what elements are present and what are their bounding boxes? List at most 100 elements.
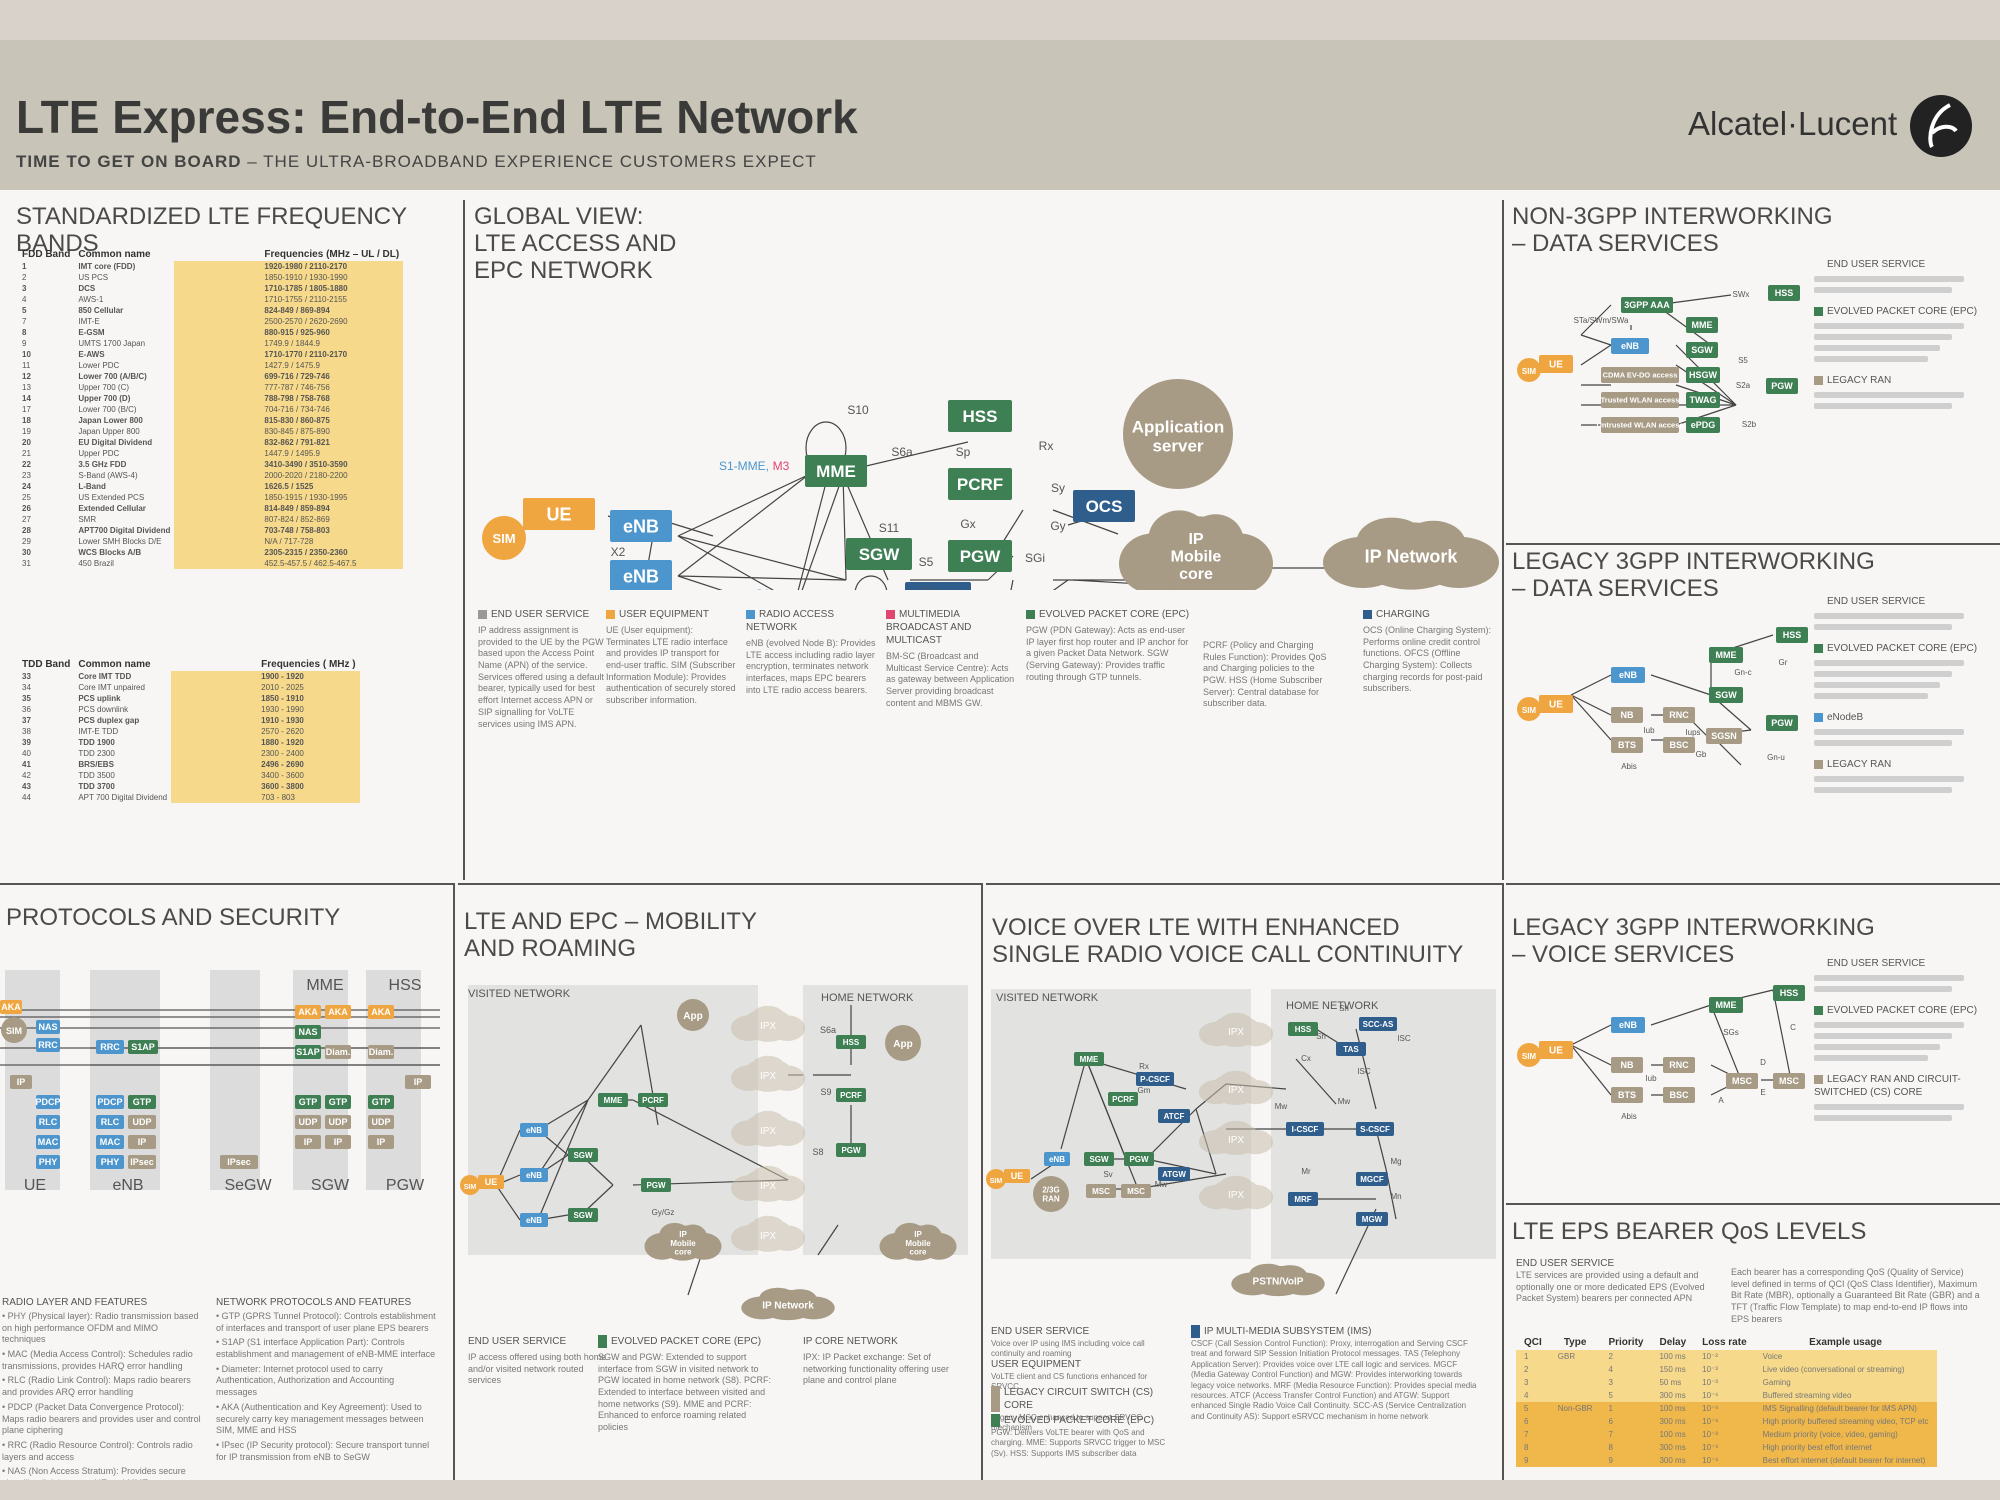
fdd-cell: 3.5 GHz FDD — [78, 460, 127, 469]
ipx-3: IPX — [1228, 1190, 1244, 1201]
link-line — [1580, 334, 1612, 346]
qos-cell: 300 ms — [1651, 1441, 1695, 1454]
ip-mobile-core-visited-cloud — [644, 1222, 722, 1261]
pcrf-visited-box — [638, 1093, 668, 1107]
gtp-box — [128, 1095, 156, 1109]
qos-cell: 9 — [1600, 1454, 1652, 1467]
ip-box — [368, 1135, 394, 1149]
fdd-cell: 23 — [22, 471, 31, 480]
note-swatch — [1814, 959, 1823, 968]
fdd-cell: Japan Upper 800 — [78, 427, 140, 436]
pgw-home-box — [836, 1143, 866, 1157]
fdd-cell: 1710-1785 / 1805-1880 — [174, 283, 404, 294]
aka: AKA — [328, 1007, 348, 1017]
rrc-box — [96, 1040, 124, 1054]
sgs-label: SGs — [1723, 1028, 1739, 1037]
app-home-circle — [885, 1025, 921, 1061]
sgw-box — [1709, 687, 1743, 703]
ip: IP — [334, 1137, 343, 1147]
qos-header: Priority — [1608, 1337, 1644, 1348]
sim-circle — [1517, 1043, 1541, 1067]
aka: AKA — [298, 1007, 318, 1017]
link-line — [1570, 694, 1612, 741]
note-block: LEGACY RAN — [1814, 758, 1994, 793]
ip-box — [295, 1135, 321, 1149]
qos-cell: Buffered streaming video — [1754, 1389, 1937, 1402]
fdd-cell: APT700 Digital Dividend — [78, 526, 171, 535]
nb: NB — [1621, 1060, 1634, 1070]
diam: Diam. — [369, 1047, 394, 1057]
mme-box — [805, 455, 867, 487]
legend-title: CHARGING — [1363, 608, 1493, 621]
qos-cell: 10⁻⁶ — [1694, 1402, 1755, 1415]
fdd-cell: 21 — [22, 449, 31, 458]
mme-box — [1709, 647, 1743, 663]
rlc: RLC — [101, 1117, 120, 1127]
mme: MME — [816, 462, 856, 481]
legend-text: UE (User equipment): Terminates LTE radi… — [606, 625, 736, 706]
mrf: MRF — [1294, 1195, 1311, 1204]
link-line — [1570, 1024, 1612, 1046]
tdd-cell: 3600 - 3800 — [171, 781, 360, 792]
fdd-cell: US Extended PCS — [78, 493, 145, 502]
fdd-cell: 1850-1910 / 1930-1990 — [174, 272, 404, 283]
col-ue: UE — [24, 1177, 46, 1194]
rnc: RNC — [1669, 1060, 1689, 1070]
mr-label: Mr — [1301, 1167, 1311, 1176]
s6a-label: S6a — [891, 445, 913, 459]
qos-cell: Gaming — [1754, 1376, 1937, 1389]
tdd-cell: 703 - 803 — [171, 792, 360, 803]
protocol-note: • Diameter: Internet protocol used to ca… — [216, 1363, 395, 1398]
link-line — [677, 474, 809, 537]
sta-label: STa/SWm/SWa — [1574, 316, 1629, 325]
fdd-cell: 11 — [22, 361, 31, 370]
sim-circle — [1517, 358, 1541, 382]
ipx-2-cloud — [1198, 1120, 1274, 1155]
ip-box — [128, 1135, 156, 1149]
link-line — [1010, 579, 1014, 590]
cdma: CDMA EV-DO access — [1603, 371, 1678, 380]
fdd-cell: 815-830 / 860-875 — [174, 415, 404, 426]
epdg: ePDG — [1691, 420, 1716, 430]
note-title-text: EVOLVED PACKET CORE (EPC) — [1827, 643, 1978, 654]
tdd-cell: 34 — [22, 683, 31, 692]
logo-text: Alcatel·Lucent — [1688, 105, 1898, 142]
enb-2: eNB — [526, 1171, 542, 1180]
qos-header: Type — [1563, 1337, 1587, 1348]
pgw-visited-box — [641, 1178, 671, 1192]
legend-text: Voice over IP using IMS including voice … — [991, 1339, 1145, 1359]
sim-label: SIM — [990, 1178, 1003, 1185]
s9-label: S9 — [820, 1087, 831, 1097]
note-body-placeholder — [1814, 975, 1994, 992]
gm-label: Gm — [1138, 1086, 1151, 1095]
fdd-cell: 13 — [22, 383, 31, 392]
legend-title: USER EQUIPMENT — [606, 608, 736, 621]
qos-header: Loss rate — [1702, 1337, 1747, 1348]
nas: NAS — [38, 1022, 57, 1032]
mme-box — [1074, 1052, 1104, 1066]
qos-cell: 10⁻⁶ — [1694, 1454, 1755, 1467]
tdd-cell: TDD 3500 — [78, 771, 115, 780]
legend-title-text: EVOLVED PACKET CORE (EPC) — [1039, 609, 1190, 620]
qos-cell: Medium priority (voice, video, gaming) — [1754, 1428, 1937, 1441]
ipsec-box — [220, 1155, 258, 1169]
fdd-cell: Lower SMH Blocks D/E — [78, 537, 162, 546]
rrc: RRC — [38, 1040, 58, 1050]
fdd-header: Common name — [78, 249, 151, 260]
s1ap: S1AP — [296, 1047, 320, 1057]
s5-loop — [854, 575, 888, 590]
fdd-cell: 1710-1770 / 2110-2170 — [174, 349, 404, 360]
tdd-cell: PCS duplex gap — [78, 716, 140, 725]
note-swatch — [1814, 260, 1823, 269]
bsc: BSC — [1669, 740, 1689, 750]
fdd-cell: Upper 700 (C) — [78, 383, 130, 392]
